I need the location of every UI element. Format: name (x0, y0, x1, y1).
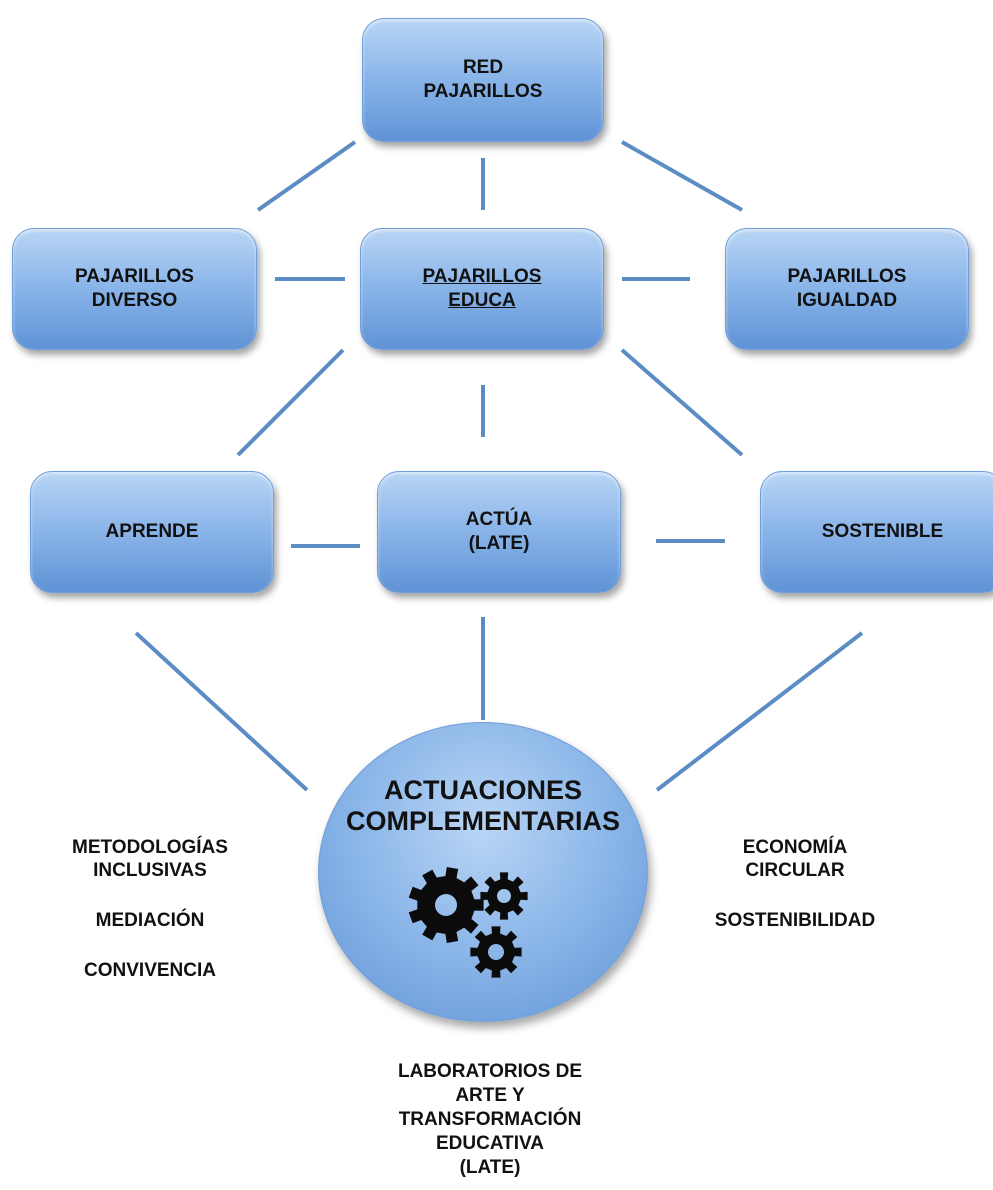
label-convivencia: CONVIVENCIA (84, 960, 216, 981)
node-red-line2: PAJARILLOS (423, 81, 543, 102)
gears-icon (408, 867, 528, 978)
node-igualdad-line2: IGUALDAD (796, 290, 898, 311)
node-pajarillos-educa: PAJARILLOS EDUCA (360, 228, 604, 350)
node-pajarillos-igualdad: PAJARILLOS IGUALDAD (725, 228, 969, 350)
node-aprende-line1: APRENDE (105, 521, 199, 542)
connector-educa-aprende (236, 348, 345, 457)
node-pajarillos-diverso: PAJARILLOS DIVERSO (12, 228, 257, 350)
connector-aprende-center (134, 631, 309, 792)
node-red-line1: RED (462, 57, 504, 78)
label-sostenibilidad: SOSTENIBILIDAD (714, 910, 876, 931)
node-sostenible: SOSTENIBLE (760, 471, 993, 593)
label-laboratorios: LABORATORIOS DE (397, 1061, 583, 1082)
label-circular: CIRCULAR (745, 860, 845, 881)
label-economia: ECONOMÍA (742, 837, 848, 858)
center-circle-actuaciones: ACTUACIONES COMPLEMENTARIAS (318, 722, 648, 1022)
label-mediacion: MEDIACIÓN (95, 910, 205, 931)
connector-sostenible-center (655, 631, 864, 792)
label-arte: ARTE Y (455, 1085, 525, 1106)
node-actua-late: ACTÚA (LATE) (377, 471, 621, 593)
node-sostenible-line1: SOSTENIBLE (821, 521, 944, 542)
node-actua-line1: ACTÚA (465, 509, 533, 530)
medium-gear-icon (470, 926, 522, 978)
center-title-line1: ACTUACIONES (383, 775, 582, 805)
connector-red-diverso (256, 140, 357, 212)
node-diverso-line2: DIVERSO (91, 290, 178, 311)
center-title-line2: COMPLEMENTARIAS (346, 806, 620, 836)
label-late: (LATE) (459, 1157, 521, 1178)
label-inclusivas: INCLUSIVAS (93, 860, 207, 881)
node-educa-line1: PAJARILLOS (422, 266, 542, 287)
node-educa-line2: EDUCA (448, 290, 516, 311)
connector-educa-sostenible (620, 348, 744, 457)
node-diverso-line1: PAJARILLOS (75, 266, 194, 287)
label-educativa: EDUCATIVA (435, 1133, 545, 1154)
bottom-labels: LABORATORIOS DE ARTE Y TRANSFORMACIÓN ED… (350, 1060, 630, 1180)
large-gear-icon (408, 867, 484, 943)
label-transformacion: TRANSFORMACIÓN (398, 1109, 582, 1130)
connector-red-igualdad (621, 140, 743, 212)
left-labels: METODOLOGÍAS INCLUSIVAS MEDIACIÓN CONVIV… (30, 836, 270, 982)
node-aprende: APRENDE (30, 471, 274, 593)
label-metodologias: METODOLOGÍAS (72, 837, 228, 858)
small-gear-icon (480, 872, 528, 920)
node-actua-line2: (LATE) (468, 533, 530, 554)
node-red-pajarillos: RED PAJARILLOS (362, 18, 604, 142)
right-labels: ECONOMÍA CIRCULAR SOSTENIBILIDAD (680, 836, 910, 932)
node-igualdad-line1: PAJARILLOS (787, 266, 907, 287)
